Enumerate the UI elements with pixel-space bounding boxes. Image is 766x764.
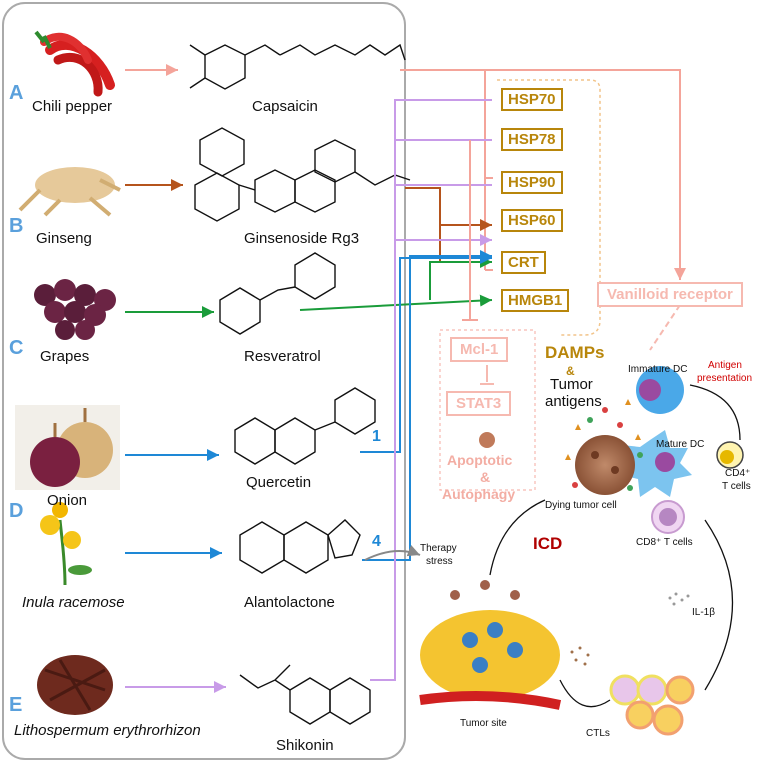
damp-hsp60: HSP60	[501, 209, 563, 232]
cd4-label-line1: CD4⁺	[725, 468, 751, 479]
dc-to-cd4-curve	[689, 384, 741, 441]
chili-pepper-image	[34, 30, 115, 97]
row-letter-b: B	[9, 215, 24, 237]
plant-label-inula: Inula racemose	[22, 594, 125, 611]
lithospermum-image	[37, 655, 113, 715]
antigen-particles	[565, 399, 643, 491]
damp-hsp78: HSP78	[501, 128, 563, 151]
icd-label: ICD	[533, 534, 563, 553]
immature-dc-cell	[636, 366, 684, 414]
tumor-antigens-line2: antigens	[545, 393, 602, 410]
shikonin-structure	[239, 664, 371, 725]
plant-label-ginseng: Ginseng	[36, 230, 92, 247]
compound-label-quercetin: Quercetin	[246, 474, 312, 491]
apoptotic-cell-icon	[479, 432, 495, 448]
immature-dc-label: Immature DC	[628, 364, 688, 375]
vanilloid-receptor-box: Vanilloid receptor	[597, 282, 743, 307]
receptor-to-dc-dash	[649, 304, 681, 351]
damp-hmgb1: HMGB1	[501, 289, 570, 312]
dying-tumor-cell-label: Dying tumor cell	[545, 500, 617, 511]
arrow-number-4: 4	[372, 533, 381, 550]
ctl-to-tumor-curve	[559, 679, 611, 708]
mcl1-inhibit-line	[462, 140, 478, 321]
plant-panel	[2, 2, 406, 760]
ctls-label: CTLs	[586, 728, 610, 739]
damps-amp: &	[566, 364, 575, 378]
therapy-stress-line1: Therapy	[420, 543, 457, 554]
mature-dc-label: Mature DC	[656, 439, 705, 450]
plant-label-grapes: Grapes	[40, 348, 90, 365]
compound-label-resveratrol: Resveratrol	[244, 348, 321, 365]
grapes-image	[34, 279, 116, 340]
rg3-to-damps-line	[405, 187, 492, 263]
row-letter-d: D	[9, 500, 24, 522]
therapy-stress-arrow	[364, 544, 421, 561]
alantolactone-structure	[239, 519, 361, 574]
resveratrol-structure	[219, 252, 336, 335]
il1b-label: IL-1β	[692, 607, 715, 618]
antigen-presentation-line1: Antigen	[708, 360, 742, 371]
therapy-stress-line2: stress	[426, 556, 453, 567]
onion-image	[15, 405, 120, 490]
tumor-site-label: Tumor site	[460, 718, 507, 729]
row-letter-c: C	[9, 337, 24, 359]
plant-label-onion: Onion	[47, 492, 88, 509]
il1b-dots	[668, 592, 690, 606]
damps-title: DAMPs	[545, 343, 605, 362]
compound-label-alantolactone: Alantolactone	[244, 594, 335, 611]
compound-label-rg3: Ginsenoside Rg3	[244, 230, 360, 247]
mcl1-box: Mcl-1	[450, 337, 509, 362]
cd8-to-ctl-curve	[704, 519, 734, 691]
ginseng-image	[18, 167, 121, 217]
damp-hsp70: HSP70	[501, 88, 563, 111]
shikonin-to-damps-line	[370, 99, 492, 681]
plant-label-lithospermum: Lithospermum erythrorhizon	[14, 722, 201, 739]
damp-hsp90: HSP90	[501, 171, 563, 194]
pathway-dashed-box	[439, 329, 536, 491]
cytokine-dots	[570, 646, 590, 666]
compound-label-shikonin: Shikonin	[276, 737, 334, 754]
mature-dc-cell	[620, 430, 692, 497]
capsaicin-structure	[189, 43, 406, 90]
cd8-label: CD8⁺ T cells	[636, 537, 693, 548]
row-letter-e: E	[9, 694, 23, 716]
plant-label-chili: Chili pepper	[32, 98, 113, 115]
resveratrol-to-crt-line	[429, 256, 492, 300]
quercetin-structure	[234, 387, 376, 465]
row-letter-a: A	[9, 82, 24, 104]
outcome-autophagy: Autophagy	[442, 486, 516, 502]
inula-racemose-image	[40, 502, 92, 586]
ginsenoside-rg3-structure	[194, 127, 411, 222]
ctl-cells	[609, 674, 695, 736]
tumor-antigens-line1: Tumor	[550, 376, 593, 393]
quercetin-to-crt-line	[360, 252, 492, 453]
cd8-t-cell	[651, 500, 685, 534]
stat3-box: STAT3	[446, 391, 512, 416]
capsaicin-to-receptor-line	[400, 69, 686, 280]
damps-bracket	[497, 79, 601, 336]
outcome-apoptotic: Apoptotic	[447, 452, 513, 468]
dying-tumor-cell	[575, 435, 635, 495]
outcome-amp: &	[480, 469, 491, 485]
tumor-site	[419, 580, 562, 710]
arrow-number-1: 1	[372, 428, 381, 445]
antigen-presentation-line2: presentation	[697, 373, 753, 384]
cd4-t-cell	[716, 441, 744, 469]
damp-crt: CRT	[501, 251, 546, 274]
icd-curve	[489, 499, 546, 576]
compound-label-capsaicin: Capsaicin	[252, 98, 318, 115]
cd4-label-line2: T cells	[722, 481, 751, 492]
alantolactone-to-crt-line	[362, 250, 492, 561]
